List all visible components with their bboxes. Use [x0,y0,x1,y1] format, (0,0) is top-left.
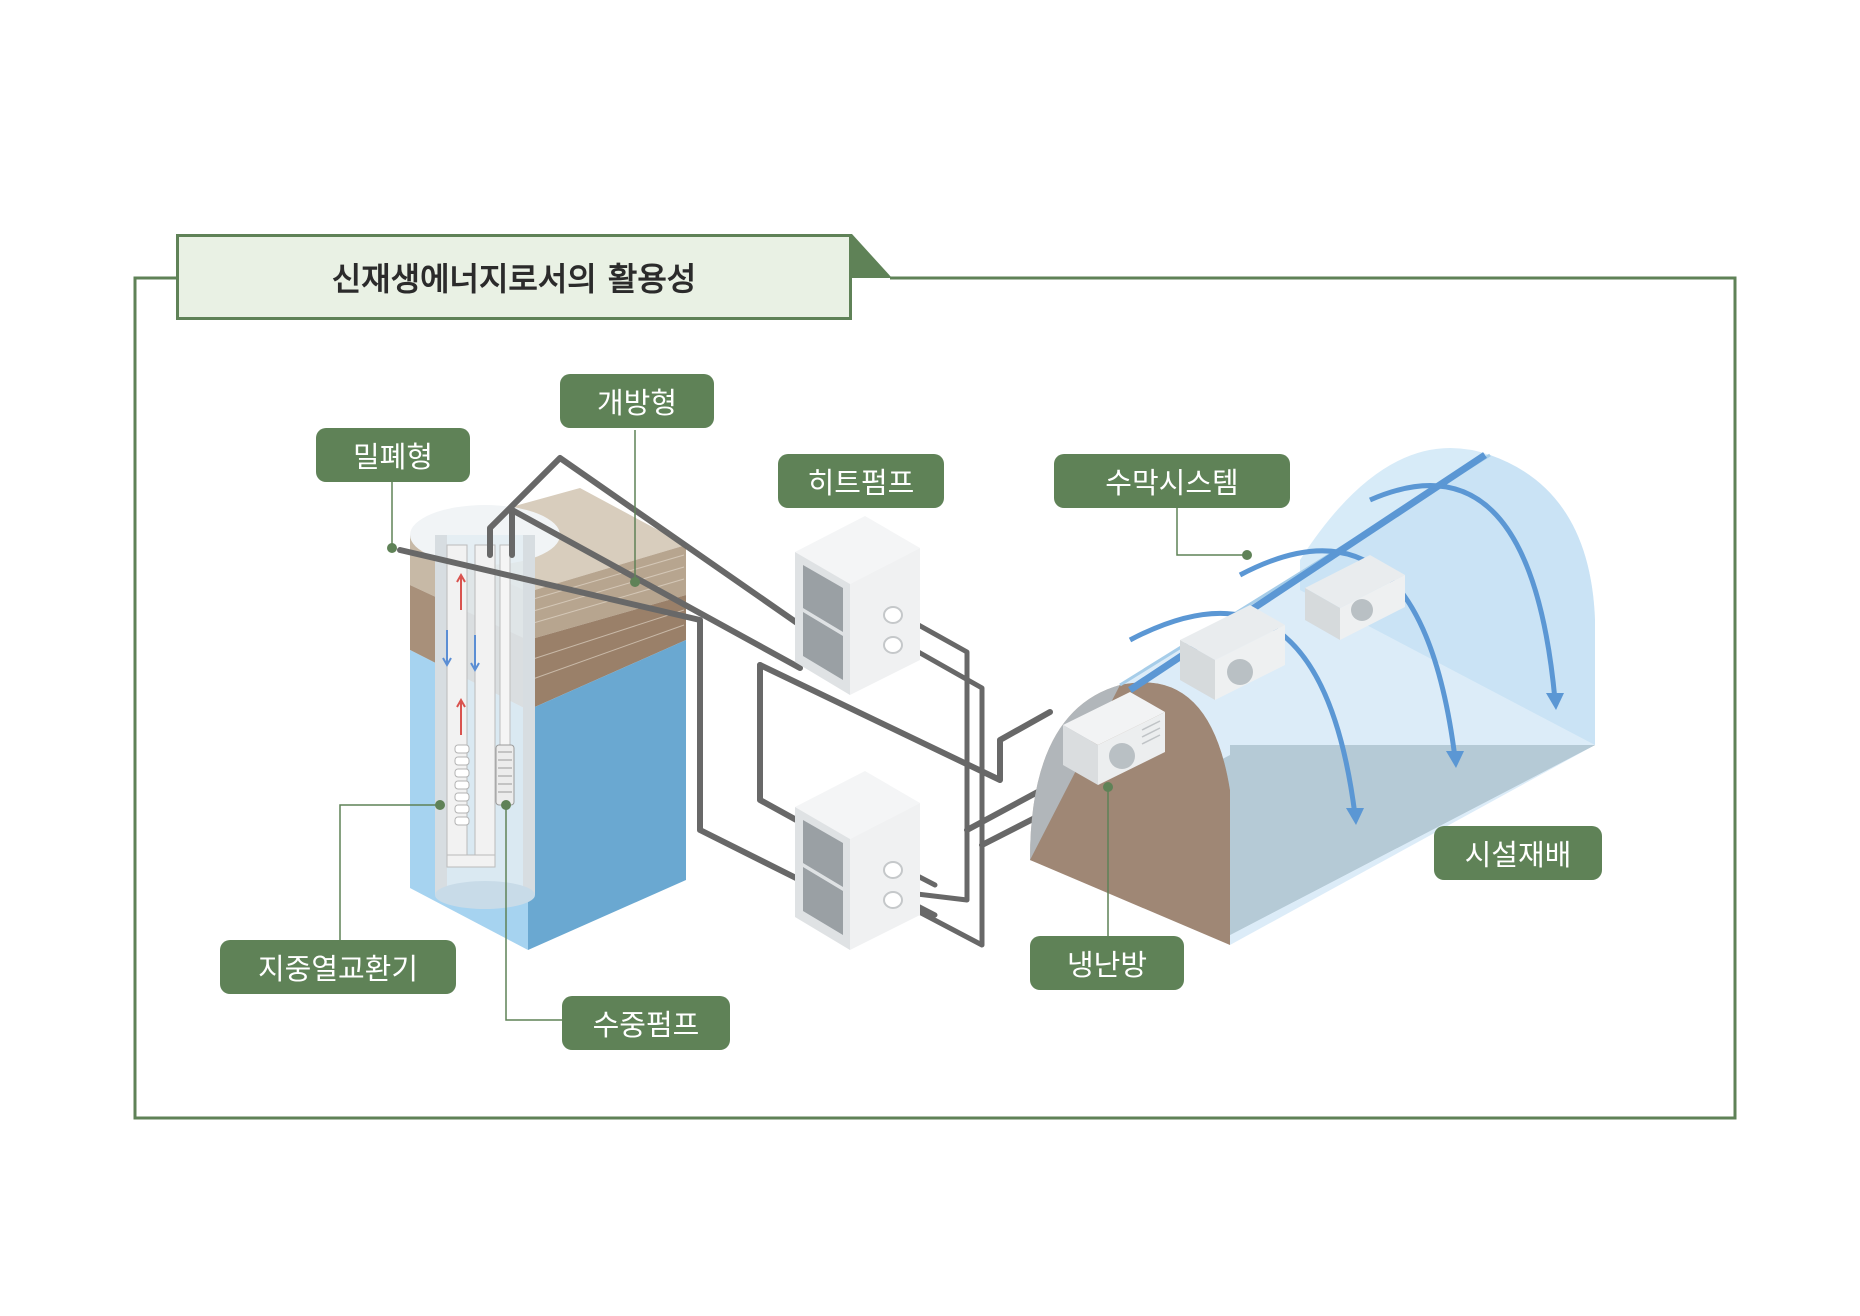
indoor-fan-unit-back [1305,555,1405,640]
flow-arrow-icon [442,572,480,735]
indoor-fan-unit-front [1063,692,1165,785]
label-open-type: 개방형 [560,374,714,428]
callout-leaders [339,430,1247,1021]
greenhouse [1030,448,1595,945]
indoor-fan-unit-middle [1180,605,1285,700]
label-submersible-pump: 수중펌프 [562,996,730,1050]
fan-icon [1351,599,1373,621]
label-heat-pump: 히트펌프 [778,454,944,508]
label-closed-type: 밀폐형 [316,428,470,482]
heat-pump-upper [795,516,920,695]
ground-heat-exchanger-coil [454,744,470,826]
fan-icon [1227,659,1253,685]
fan-icon [1109,743,1135,769]
label-facility-cultivation: 시설재배 [1434,826,1602,880]
title-tab-corner [852,234,892,278]
label-ground-heat-exchanger: 지중열교환기 [220,940,456,994]
heat-pump-lower [795,771,920,950]
callout-dots [387,543,1252,810]
frame-border [133,276,1737,1120]
label-water-curtain-system: 수막시스템 [1054,454,1290,508]
label-cooling-heating: 냉난방 [1030,936,1184,990]
submersible-pump [495,544,515,806]
diagram-title: 신재생에너지로서의 활용성 [176,234,852,320]
